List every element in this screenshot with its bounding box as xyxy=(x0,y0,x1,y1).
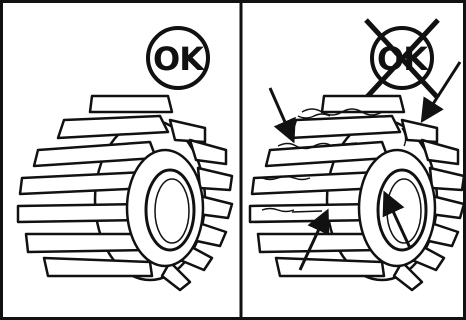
panel-good: OK xyxy=(18,28,232,290)
impeller-worn xyxy=(250,96,464,290)
ok-badge-text: OK xyxy=(153,40,205,78)
not-ok-badge: OK xyxy=(366,20,438,98)
impeller-good xyxy=(18,96,232,290)
ok-badge: OK xyxy=(148,28,208,88)
arrow-top-left xyxy=(270,88,292,138)
panel-worn: OK xyxy=(250,20,464,290)
